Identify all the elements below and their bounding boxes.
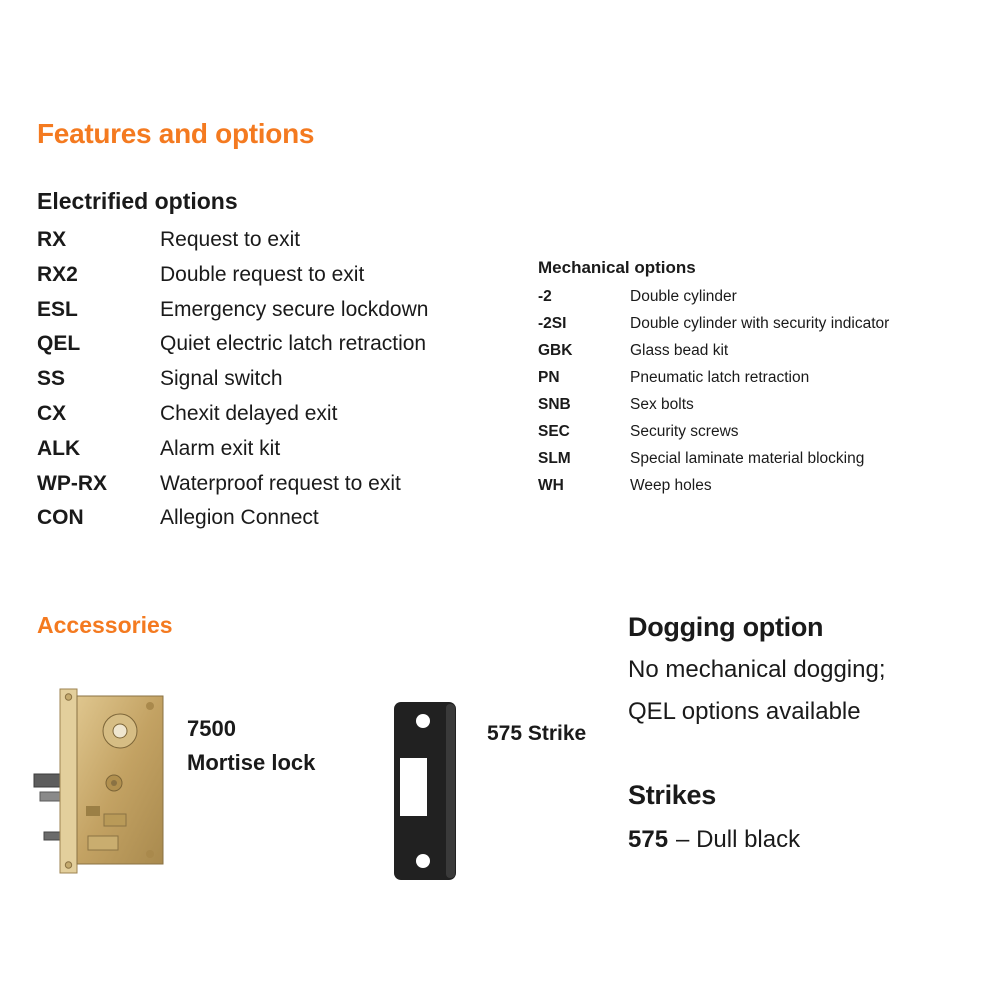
option-code: QEL [37, 332, 81, 356]
mechanical-row: SEC Security screws [538, 423, 968, 450]
option-description: Weep holes [630, 477, 712, 494]
electrified-row: CX Chexit delayed exit [37, 402, 517, 437]
option-description: Quiet electric latch retraction [160, 332, 427, 356]
option-description: Double cylinder [630, 288, 737, 305]
option-code: WH [538, 477, 564, 494]
option-description: Signal switch [160, 367, 283, 391]
dogging-text-line1: No mechanical dogging; [628, 656, 886, 683]
option-code: SS [37, 367, 66, 391]
mortise-lock-model: 7500 [187, 716, 236, 741]
electrified-options-heading: Electrified options [37, 188, 238, 214]
mechanical-row: -2 Double cylinder [538, 288, 968, 315]
option-description: Glass bead kit [630, 342, 729, 359]
option-description: Special laminate material blocking [630, 450, 865, 467]
option-description: Double cylinder with security indicator [630, 315, 890, 332]
option-code: GBK [538, 342, 573, 359]
option-description: Double request to exit [160, 262, 365, 286]
strike-label: 575 Strike [487, 722, 587, 745]
mechanical-row: SNB Sex bolts [538, 396, 968, 423]
option-code: ESL [37, 297, 78, 321]
option-description: Security screws [630, 423, 739, 440]
electrified-row: ESL Emergency secure lockdown [37, 298, 517, 333]
electrified-row: WP-RX Waterproof request to exit [37, 472, 517, 507]
option-description: Chexit delayed exit [160, 401, 338, 425]
mechanical-options-heading: Mechanical options [538, 258, 696, 277]
option-code: SEC [538, 423, 570, 440]
electrified-row: ALK Alarm exit kit [37, 437, 517, 472]
dogging-option-heading: Dogging option [628, 612, 824, 642]
option-code: CX [37, 401, 67, 425]
electrified-row: RX Request to exit [37, 228, 517, 263]
option-description: Request to exit [160, 228, 301, 251]
strike-code: 575 [628, 826, 669, 853]
strikes-item: 575 – Dull black [628, 826, 800, 854]
mechanical-row: -2SI Double cylinder with security indic… [538, 315, 968, 342]
option-description: Waterproof request to exit [160, 471, 401, 495]
electrified-row: QEL Quiet electric latch retraction [37, 332, 517, 367]
option-code: SLM [538, 450, 571, 467]
mechanical-row: WH Weep holes [538, 477, 968, 504]
mechanical-row: GBK Glass bead kit [538, 342, 968, 369]
electrified-options-list: RX Request to exit RX2 Double request to… [37, 228, 517, 541]
mortise-lock-label: Mortise lock [187, 750, 316, 775]
mechanical-row: PN Pneumatic latch retraction [538, 369, 968, 396]
accessories-heading: Accessories [37, 612, 173, 638]
mechanical-row: SLM Special laminate material blocking [538, 450, 968, 477]
option-code: CON [37, 506, 84, 530]
option-code: RX [37, 228, 67, 251]
option-code: WP-RX [37, 471, 107, 495]
option-code: -2 [538, 288, 552, 305]
electrified-row: RX2 Double request to exit [37, 263, 517, 298]
option-code: RX2 [37, 262, 78, 286]
option-description: Pneumatic latch retraction [630, 369, 810, 386]
option-description: Sex bolts [630, 396, 694, 413]
strike-description: – Dull black [676, 826, 801, 853]
electrified-row: CON Allegion Connect [37, 506, 517, 541]
option-description: Alarm exit kit [160, 436, 281, 460]
option-code: PN [538, 369, 560, 386]
mechanical-options-list: -2 Double cylinder -2SI Double cylinder … [538, 288, 968, 504]
option-description: Allegion Connect [160, 506, 319, 530]
option-description: Emergency secure lockdown [160, 297, 429, 321]
option-code: ALK [37, 436, 81, 460]
option-code: SNB [538, 396, 571, 413]
strike-plate-image [388, 700, 466, 882]
strikes-heading: Strikes [628, 780, 716, 810]
electrified-row: SS Signal switch [37, 367, 517, 402]
page-title: Features and options [37, 118, 315, 149]
mortise-lock-image [28, 686, 168, 876]
option-code: -2SI [538, 315, 567, 332]
dogging-text-line2: QEL options available [628, 698, 861, 725]
